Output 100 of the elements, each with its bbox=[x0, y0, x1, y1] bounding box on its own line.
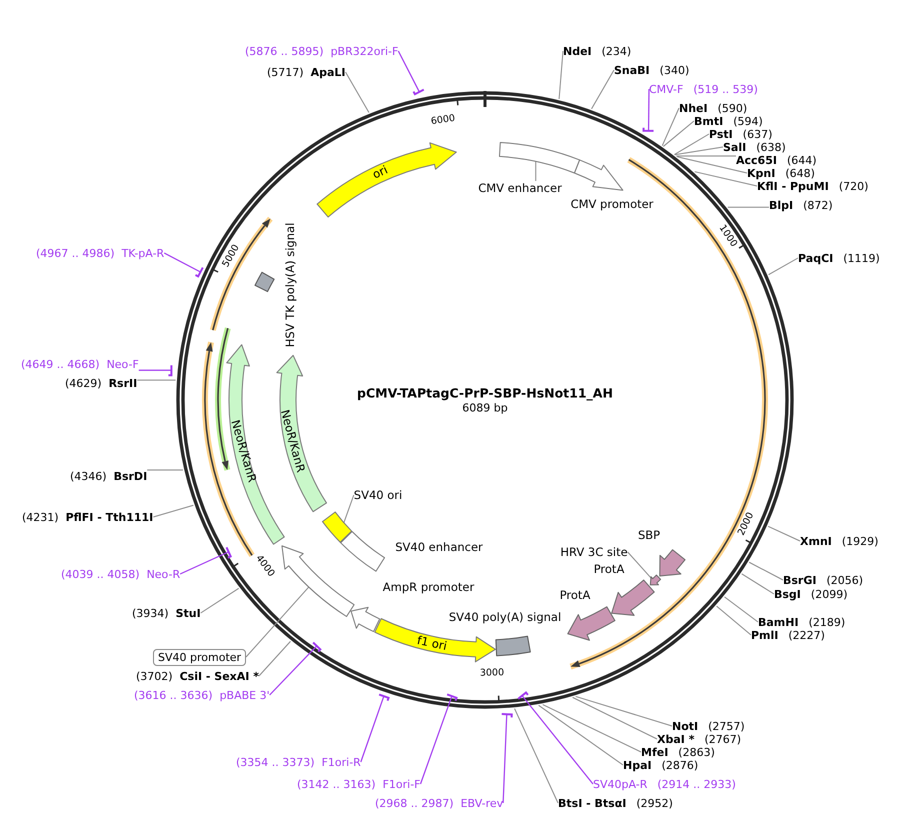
leader-line bbox=[642, 89, 655, 132]
leader-line bbox=[724, 596, 758, 622]
leader-line bbox=[514, 708, 558, 804]
leader-line bbox=[674, 146, 724, 156]
leader-line bbox=[164, 252, 204, 278]
leader-line bbox=[538, 704, 624, 766]
leader-line bbox=[662, 108, 680, 146]
cut-position: (2757) bbox=[708, 720, 745, 732]
primer-name: EBV-rev bbox=[460, 796, 504, 810]
leader-line bbox=[500, 713, 513, 804]
leader-line bbox=[180, 546, 232, 575]
cut-position: (5717) bbox=[267, 66, 304, 78]
primer-range: (3142 .. 3163) bbox=[297, 778, 376, 790]
enzyme-name: KflI - PpuMI bbox=[757, 180, 829, 192]
leader-line bbox=[676, 155, 736, 156]
primer-name: Neo-R bbox=[146, 568, 180, 580]
enzyme-name: BtsI - BtsαI bbox=[558, 796, 626, 810]
feature-label: AmpR promoter bbox=[382, 580, 474, 594]
plasmid-name: pCMV-TAPtagC-PrP-SBP-HsNot11_AH bbox=[357, 386, 613, 400]
leader-line bbox=[662, 120, 694, 147]
tick-label: 2000 bbox=[736, 510, 756, 537]
leader-line bbox=[136, 380, 176, 381]
cut-position: (3934) bbox=[132, 606, 169, 620]
feature-label: SV40 ori bbox=[354, 488, 402, 502]
leader-line bbox=[674, 134, 710, 156]
cut-position: (2189) bbox=[808, 616, 846, 628]
cut-position: (637) bbox=[742, 128, 772, 140]
primer-name: TK-pA-R bbox=[122, 246, 164, 260]
cut-position: (2863) bbox=[678, 746, 715, 758]
primer-name: pBABE 3' bbox=[220, 688, 270, 702]
cut-position: (644) bbox=[786, 154, 817, 166]
cut-position: (4346) bbox=[70, 470, 107, 482]
enzyme-name: HpaI bbox=[623, 758, 652, 772]
primer-range: (519 .. 539) bbox=[693, 82, 758, 96]
feature-label: CMV enhancer bbox=[478, 181, 562, 195]
enzyme-name: NotI bbox=[672, 720, 698, 732]
feature-label: CMV promoter bbox=[570, 197, 654, 211]
cut-position: (872) bbox=[803, 198, 833, 212]
leader-line bbox=[360, 694, 390, 762]
primer-range: (3616 .. 3636) bbox=[134, 688, 213, 702]
cut-position: (638) bbox=[756, 140, 786, 154]
leader-line bbox=[152, 504, 194, 518]
feature-label: HRV 3C site bbox=[560, 545, 628, 559]
feature-label: ProtA bbox=[560, 588, 590, 602]
enzyme-name: PstI bbox=[709, 128, 733, 140]
enzyme-name: BlpI bbox=[769, 198, 794, 212]
enzyme-name: Acc65I bbox=[736, 154, 777, 166]
leader-line bbox=[535, 160, 536, 182]
leader-line bbox=[727, 206, 770, 208]
enzyme-name: BsrDI bbox=[114, 470, 148, 482]
leader-line bbox=[591, 70, 614, 110]
primer-name: SV40pA-R bbox=[593, 778, 648, 790]
enzyme-name: BsrGI bbox=[783, 574, 816, 586]
leader-line bbox=[517, 692, 594, 784]
primer-range: (4039 .. 4058) bbox=[61, 568, 140, 580]
enzyme-name: PaqCI bbox=[798, 252, 834, 264]
enzyme-name: MfeI bbox=[641, 746, 668, 758]
cut-position: (3702) bbox=[136, 670, 173, 682]
feature-label: ori bbox=[370, 162, 390, 182]
cut-position: (2952) bbox=[636, 796, 673, 810]
cut-position: (2767) bbox=[704, 732, 742, 746]
cut-position: (4629) bbox=[65, 376, 102, 390]
leader-line bbox=[398, 50, 425, 96]
enzyme-name: RsrII bbox=[108, 376, 138, 390]
leader-line bbox=[572, 696, 658, 740]
enzyme-name: PflFI - Tth111I bbox=[66, 510, 154, 524]
enzyme-name: XbaI * bbox=[657, 732, 694, 746]
primer-name: CMV-F bbox=[649, 82, 684, 96]
leader-line bbox=[676, 156, 748, 174]
cut-position: (340) bbox=[660, 64, 690, 76]
enzyme-name: PmlI bbox=[751, 628, 778, 642]
enzyme-name: XmnI bbox=[800, 534, 832, 548]
primer-range: (5876 .. 5895) bbox=[245, 44, 324, 58]
cut-position: (234) bbox=[602, 44, 632, 58]
cut-position: (1929) bbox=[842, 534, 878, 548]
enzyme-name: BmtI bbox=[694, 114, 724, 128]
leader-line bbox=[258, 640, 291, 676]
primer-name: F1ori-R bbox=[322, 756, 361, 768]
enzyme-name: ApaLI bbox=[310, 66, 346, 78]
cut-position: (720) bbox=[838, 180, 868, 192]
feature-label: HSV TK poly(A) signal bbox=[283, 222, 297, 348]
cut-position: (2056) bbox=[826, 574, 864, 586]
enzyme-name: NdeI bbox=[563, 44, 592, 58]
primer-range: (2914 .. 2933) bbox=[657, 778, 736, 790]
cut-position: (648) bbox=[785, 166, 815, 180]
plasmid-size: 6089 bp bbox=[462, 402, 508, 414]
leader-line bbox=[768, 526, 800, 542]
tick-label: 3000 bbox=[479, 667, 504, 679]
enzyme-name: KpnI bbox=[747, 166, 776, 180]
leader-line bbox=[716, 606, 752, 636]
cut-position: (2099) bbox=[810, 588, 848, 600]
primer-range: (4967 .. 4986) bbox=[36, 246, 115, 260]
enzyme-name: BamHI bbox=[758, 616, 799, 628]
leader-line bbox=[542, 704, 642, 752]
feature-label: SBP bbox=[638, 528, 660, 542]
feature-label: SV40 enhancer bbox=[395, 540, 483, 554]
leader-line bbox=[200, 588, 240, 614]
feature-label: SV40 promoter bbox=[153, 648, 246, 666]
enzyme-name: CsiI - SexAI * bbox=[180, 670, 259, 682]
leader-line bbox=[741, 573, 774, 594]
